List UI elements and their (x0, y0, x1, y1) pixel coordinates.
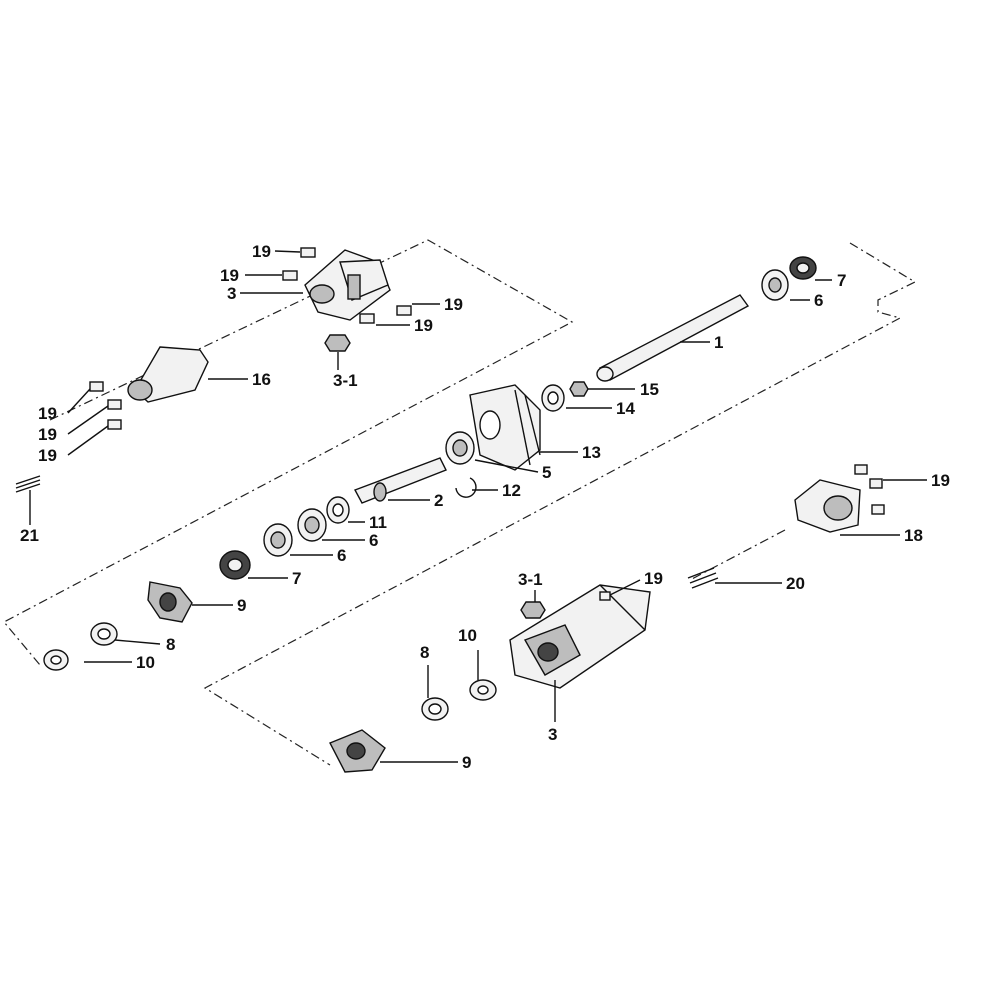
flange-9-bottom (329, 729, 386, 773)
callout-19: 19 (38, 446, 57, 465)
nut-3-1-top (324, 334, 351, 352)
callout-2: 2 (434, 491, 443, 510)
leader-lines (29, 250, 927, 763)
callout-19: 19 (38, 404, 57, 423)
callout-3: 3 (548, 725, 557, 744)
snap-ring-12 (455, 477, 477, 498)
callout-7: 7 (837, 271, 846, 290)
nut-3-1-bottom (520, 601, 546, 619)
upper-housing-3 (304, 249, 391, 321)
washer-8-bottom (421, 697, 449, 721)
shaft-1 (596, 294, 750, 382)
bevel-gear-13 (469, 384, 541, 471)
callout-15: 15 (640, 380, 659, 399)
spring-21 (15, 475, 41, 493)
spring-20 (687, 567, 719, 589)
callout-20: 20 (786, 574, 805, 593)
callout-6: 6 (814, 291, 823, 310)
callout-19: 19 (38, 425, 57, 444)
axis-line-right (689, 529, 786, 581)
callout-9: 9 (462, 753, 471, 772)
callout-13: 13 (582, 443, 601, 462)
callout-3: 3 (227, 284, 236, 303)
washer-14 (541, 384, 565, 412)
callout-19: 19 (220, 266, 239, 285)
callout-19: 19 (414, 316, 433, 335)
washer-10-left (43, 649, 69, 671)
callout-19: 19 (444, 295, 463, 314)
callout-10: 10 (458, 626, 477, 645)
callout-8: 8 (166, 635, 175, 654)
callout-12: 12 (502, 481, 521, 500)
callout-16: 16 (252, 370, 271, 389)
bearing-6-top (761, 269, 789, 301)
callout-19: 19 (931, 471, 950, 490)
assembly-outline-upper (3, 239, 574, 666)
washer-10-bottom (469, 679, 497, 701)
callout-19: 19 (644, 569, 663, 588)
callout-1: 1 (714, 333, 723, 352)
bearing-6-mid-a (297, 508, 327, 542)
assembly-outline-lower (203, 242, 917, 766)
callout-8: 8 (420, 643, 429, 662)
callout-6: 6 (337, 546, 346, 565)
callout-6: 6 (369, 531, 378, 550)
bolt-19-f (107, 399, 122, 410)
callout-10: 10 (136, 653, 155, 672)
seal-7-top (789, 256, 817, 280)
flange-9-left (147, 581, 193, 623)
bolt-19-a (300, 247, 316, 258)
bolt-19-h (854, 464, 885, 515)
bearing-6-mid-b (263, 523, 293, 557)
callout-11: 11 (369, 513, 387, 532)
callout-21: 21 (20, 526, 39, 545)
washer-8-left (90, 622, 118, 646)
bolt-19-i (599, 591, 611, 601)
bolt-19-d (359, 313, 375, 324)
seal-7-mid (219, 550, 251, 580)
bolt-19-b (282, 270, 298, 281)
callout-7: 7 (292, 569, 301, 588)
callout-14: 14 (616, 399, 635, 418)
rear-cover-18 (794, 479, 861, 533)
callout-18: 18 (904, 526, 923, 545)
callout-3-1: 3-1 (333, 371, 358, 390)
lower-housing-3 (509, 584, 651, 689)
bearing-5 (445, 431, 475, 465)
washer-11 (326, 496, 350, 524)
callout-9: 9 (237, 596, 246, 615)
bolt-19-c (396, 305, 412, 316)
callout-19: 19 (252, 242, 271, 261)
callout-labels: 19 19 3 19 19 3-1 16 19 19 19 21 7 6 1 1… (20, 242, 950, 772)
bolt-19-e (89, 381, 104, 392)
nut-15 (569, 381, 589, 397)
coupler-16 (127, 346, 209, 403)
drive-shaft-2 (354, 457, 447, 504)
callout-5: 5 (542, 463, 551, 482)
bolt-19-g (107, 419, 122, 430)
callout-3-1: 3-1 (518, 570, 543, 589)
